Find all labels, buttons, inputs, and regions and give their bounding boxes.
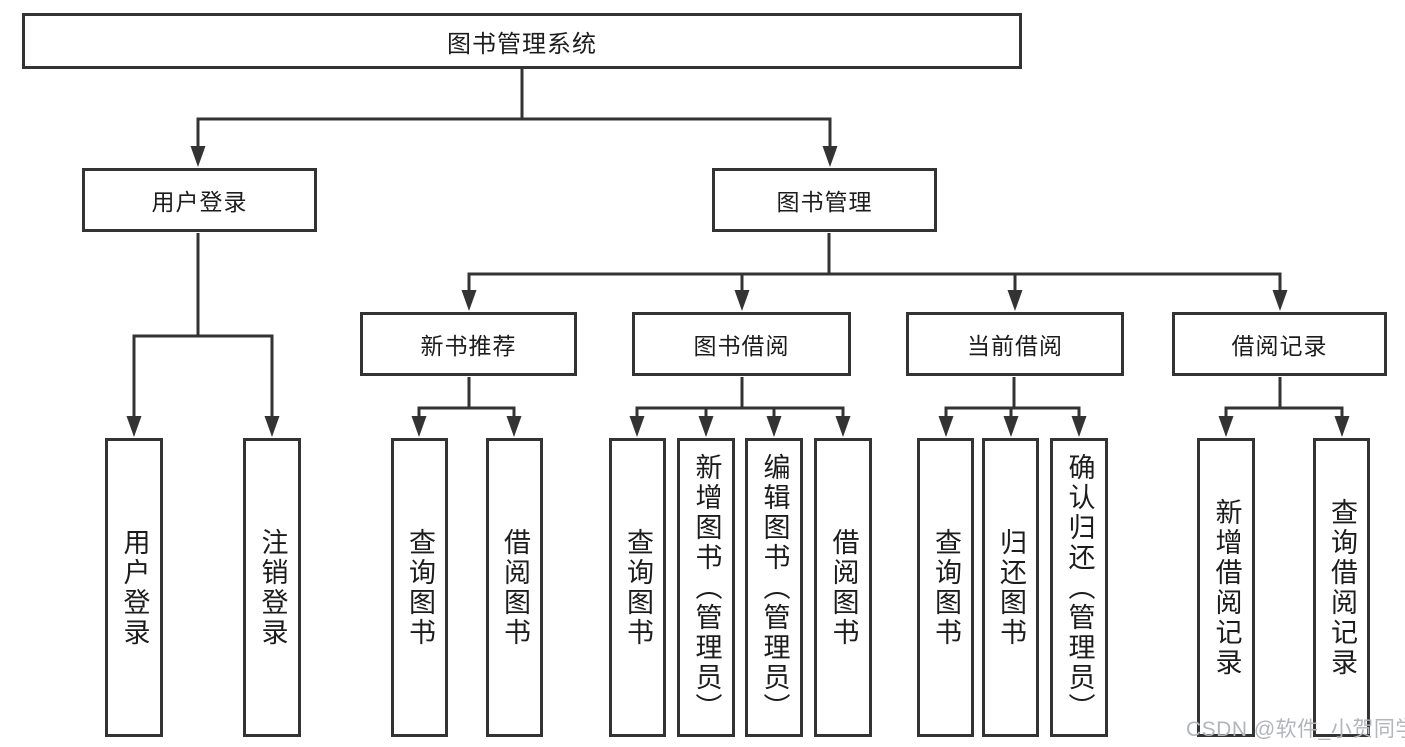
node-current-borrow: 当前借阅 (906, 312, 1124, 376)
leaf-br-query-record-label: 查询借阅记录 (1327, 497, 1357, 678)
leaf-rec-query-books: 查询图书 (391, 438, 448, 737)
node-new-book-rec: 新书推荐 (360, 312, 577, 376)
arrowhead (1003, 416, 1019, 437)
leaf-logout-label: 注销登录 (257, 527, 288, 648)
node-borrow-records-label: 借阅记录 (1231, 333, 1328, 359)
leaf-rec-borrow-books: 借阅图书 (486, 438, 543, 737)
leaf-logout: 注销登录 (243, 438, 301, 737)
leaf-cb-confirm-return-label: 确认归还（管理员） (1064, 452, 1095, 723)
node-user-login: 用户登录 (82, 168, 317, 232)
arrowhead (629, 416, 645, 437)
leaf-cb-return-books-label: 归还图书 (996, 527, 1026, 648)
connector-new-book-rec (417, 377, 516, 419)
node-system: 图书管理系统 (22, 13, 1022, 69)
node-book-borrow: 图书借阅 (632, 312, 851, 376)
leaf-cb-return-books: 归还图书 (982, 438, 1039, 737)
arrowhead (835, 416, 851, 437)
node-book-borrow-label: 图书借阅 (693, 333, 790, 359)
leaf-rec-borrow-books-label: 借阅图书 (500, 527, 530, 648)
leaf-bb-add-books-label: 新增图书（管理员） (691, 452, 722, 723)
arrowhead (190, 146, 206, 167)
arrowhead (126, 416, 142, 437)
leaf-bb-query-books: 查询图书 (609, 438, 666, 737)
leaf-br-add-record-label: 新增借阅记录 (1211, 497, 1242, 678)
arrowhead (1218, 416, 1234, 437)
node-system-label: 图书管理系统 (447, 30, 597, 58)
arrowhead (698, 416, 714, 437)
leaf-cb-query-books-label: 查询图书 (931, 527, 961, 648)
arrowhead (1272, 290, 1288, 311)
arrowhead (734, 290, 750, 311)
node-borrow-records: 借阅记录 (1172, 312, 1387, 376)
arrowhead (264, 416, 280, 437)
arrowhead (938, 416, 954, 437)
node-book-mgmt-label: 图书管理 (776, 189, 873, 215)
arrowhead (506, 416, 522, 437)
arrowhead (461, 290, 477, 311)
node-book-mgmt: 图书管理 (712, 168, 937, 232)
connector-user-login (132, 233, 274, 419)
csdn-watermark: CSDN @软件_小贺同学 (1186, 718, 1405, 741)
leaf-cb-query-books: 查询图书 (917, 438, 974, 737)
node-user-login-label: 用户登录 (151, 189, 248, 215)
leaf-bb-borrow-books-label: 借阅图书 (828, 527, 859, 648)
arrowhead (766, 416, 782, 437)
leaf-bb-edit-books-label: 编辑图书（管理员） (759, 452, 790, 723)
connector-current-borrow (944, 377, 1081, 419)
leaf-br-add-record: 新增借阅记录 (1197, 438, 1255, 737)
connector-root (196, 69, 832, 150)
connector-book-borrow (635, 377, 845, 419)
leaf-br-query-record: 查询借阅记录 (1313, 438, 1370, 737)
arrowhead (1071, 416, 1087, 437)
leaf-rec-query-books-label: 查询图书 (405, 527, 435, 648)
arrowhead (1334, 416, 1350, 437)
connector-book-mgmt (467, 233, 1282, 294)
leaf-bb-query-books-label: 查询图书 (623, 527, 653, 648)
leaf-user-login-label: 用户登录 (119, 527, 150, 648)
arrowhead (411, 416, 427, 437)
node-current-borrow-label: 当前借阅 (967, 333, 1063, 359)
arrowhead (822, 146, 838, 167)
connector-borrow-records (1224, 377, 1344, 419)
leaf-bb-borrow-books: 借阅图书 (814, 438, 872, 737)
node-new-book-rec-label: 新书推荐 (420, 333, 517, 359)
leaf-bb-edit-books: 编辑图书（管理员） (745, 438, 803, 737)
arrowhead (1007, 290, 1023, 311)
leaf-bb-add-books: 新增图书（管理员） (677, 438, 735, 737)
leaf-cb-confirm-return: 确认归还（管理员） (1050, 438, 1108, 737)
leaf-user-login: 用户登录 (105, 438, 163, 737)
